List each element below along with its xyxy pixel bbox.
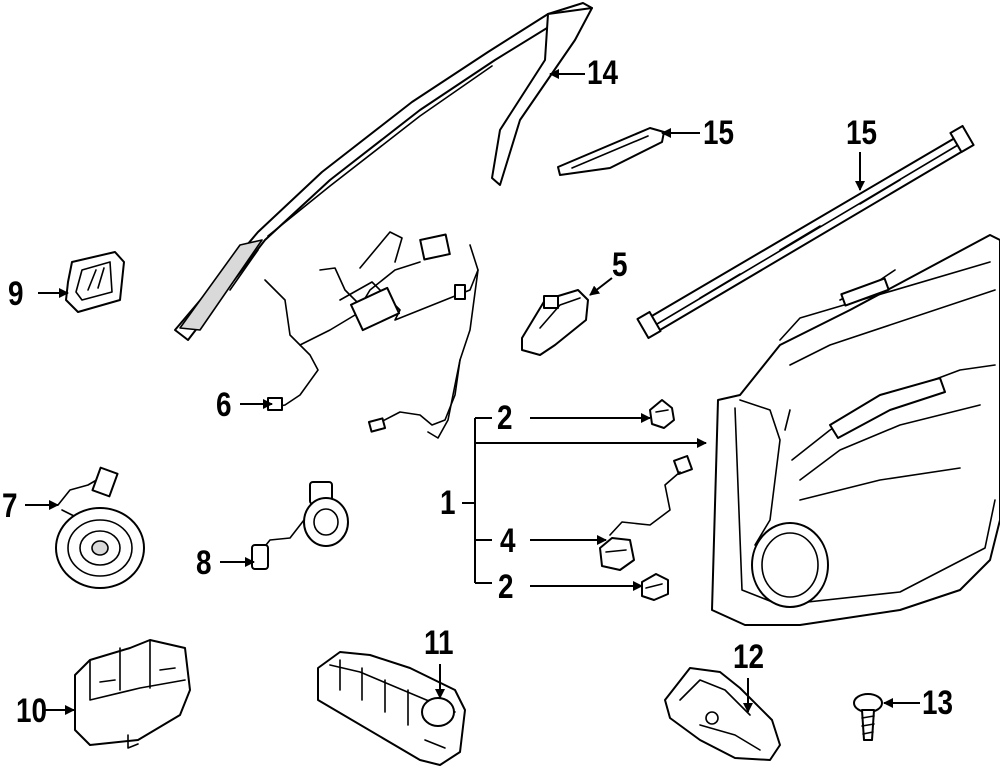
callout-15: 15 [846,114,878,152]
callout-2-lower: 2 [498,568,514,606]
part-5-wiring-harness [264,231,479,439]
callout-2-upper: 2 [497,399,513,437]
part-15-belt-weatherstrip [636,124,975,340]
callout-13: 14 [587,54,619,92]
part-7-tweeter [251,481,349,570]
callout-8: 9 [8,275,24,313]
callout-7: 8 [196,544,212,582]
part-1-door-trim-panel [711,234,1000,626]
callout-12: 13 [922,684,954,722]
part-14-mirror-garnish [557,127,665,176]
part-3-courtesy-lamp [599,455,693,571]
part-2-clip-lower [641,573,669,601]
callout-11: 12 [733,638,765,676]
part-11-lock-actuator [664,667,781,761]
part-8-switch-bezel [65,251,125,313]
callout-4: 5 [612,246,628,284]
part-6-door-speaker [55,466,145,589]
callout-9: 10 [16,692,48,730]
part-9-control-unit [74,639,191,749]
callout-10: 11 [424,624,454,662]
callout-3: 4 [500,522,516,560]
callout-1: 1 [440,484,456,522]
leader-lines [25,69,920,715]
part-12-screw [853,693,883,741]
part-2-clip-upper [649,399,675,429]
part-13-glass-run-channel [174,2,593,341]
callout-14: 15 [703,114,735,152]
part-4-inner-handle [521,289,589,356]
part-10-master-switch [317,651,466,766]
callout-5: 6 [216,386,232,424]
callout-6: 7 [2,487,18,525]
